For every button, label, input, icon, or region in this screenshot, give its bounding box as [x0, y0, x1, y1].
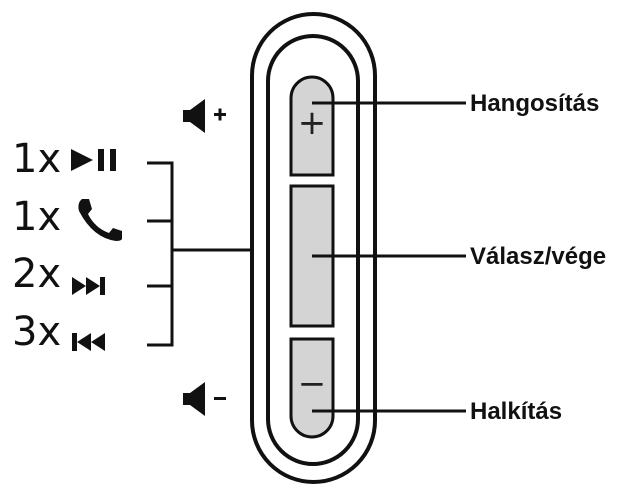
callout-label-volume-up: Hangosítás	[470, 90, 599, 117]
callout-label-volume-down: Halkítás	[470, 398, 562, 425]
function-count-next: 2x	[12, 251, 61, 297]
phone-icon	[78, 199, 122, 241]
speaker-plus-icon	[183, 99, 226, 133]
function-count-play-pause: 1x	[12, 136, 61, 182]
function-count-phone: 1x	[12, 194, 61, 240]
callout-label-answer-end: Válasz/vége	[470, 243, 606, 270]
volume-up-button[interactable]: +	[289, 75, 335, 177]
volume-down-sign: −	[298, 364, 327, 404]
volume-down-button[interactable]: −	[289, 337, 335, 439]
function-bracket	[147, 161, 250, 347]
play-pause-icon	[71, 149, 116, 171]
speaker-minus-icon	[183, 382, 226, 416]
volume-up-sign: +	[298, 103, 327, 143]
function-count-previous: 3x	[12, 309, 61, 355]
previous-track-icon	[72, 333, 105, 351]
next-track-icon	[72, 277, 105, 295]
